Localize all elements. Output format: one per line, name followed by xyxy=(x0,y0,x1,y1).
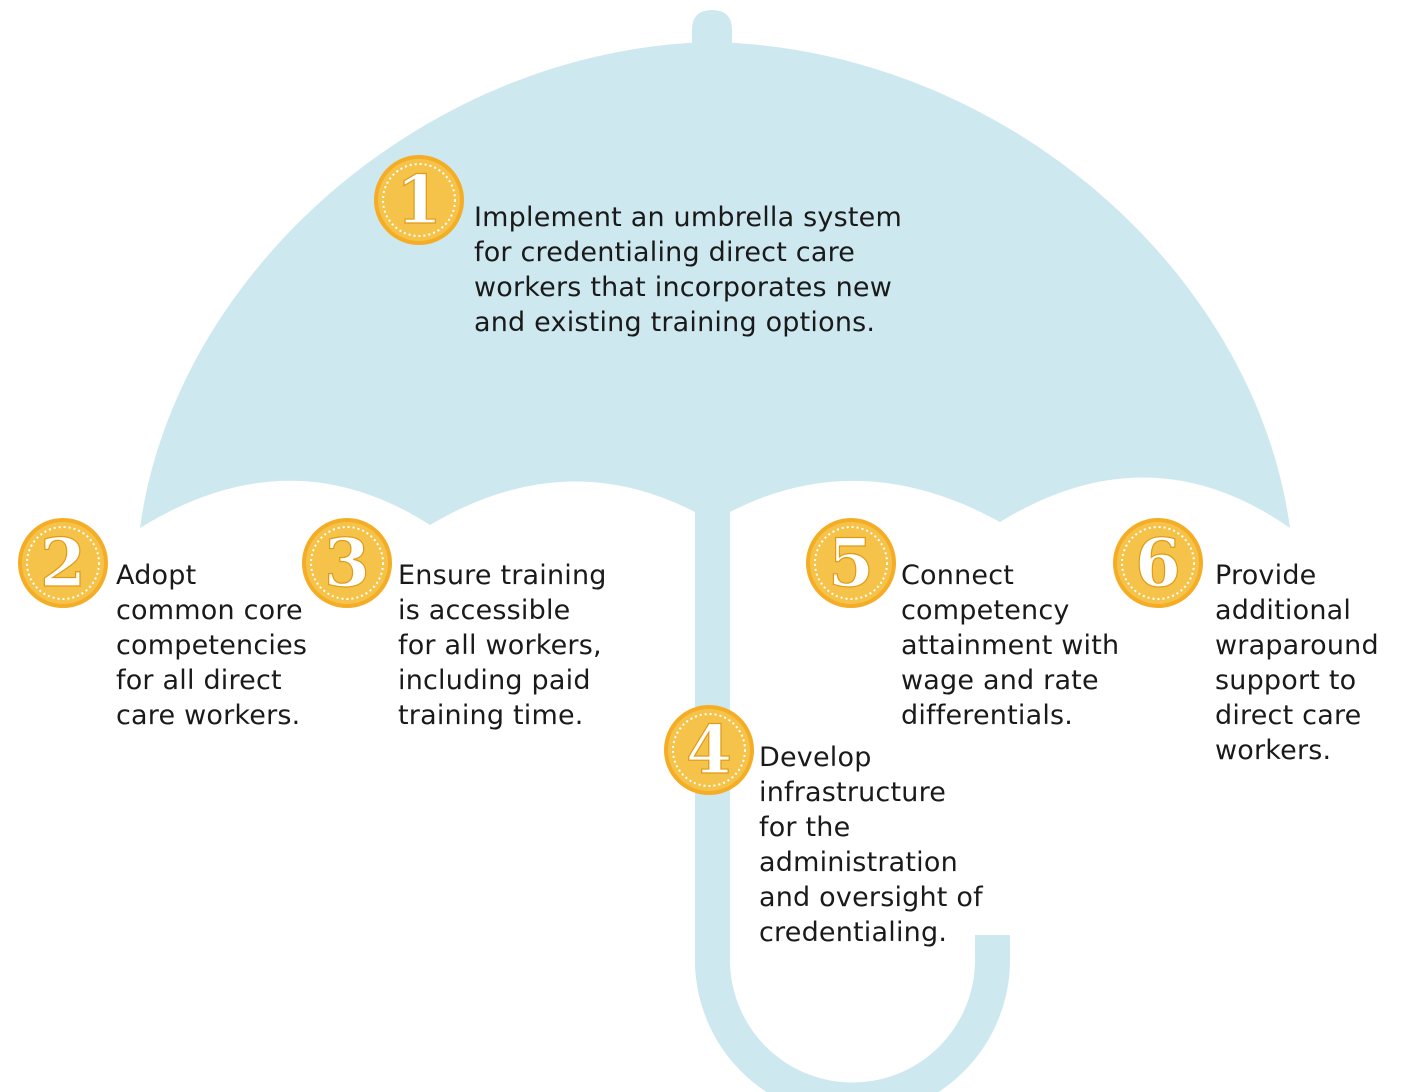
step-6-badge: 6 xyxy=(1113,518,1203,608)
step-2-line-2: common core xyxy=(116,595,303,626)
step-4-line-5: and oversight of xyxy=(759,882,983,913)
step-6-number: 6 xyxy=(1135,524,1181,602)
umbrella-handle-end xyxy=(975,935,1010,965)
step-5-line-2: competency xyxy=(901,595,1070,626)
step-5-number: 5 xyxy=(828,524,874,602)
step-1-badge: 1 xyxy=(374,155,464,245)
step-2-text: Adopt common core competencies for all d… xyxy=(116,558,307,733)
step-3-text: Ensure training is accessible for all wo… xyxy=(398,558,607,733)
step-2-line-5: care workers. xyxy=(116,700,301,731)
step-5-badge: 5 xyxy=(806,518,896,608)
step-2-badge: 2 xyxy=(18,518,108,608)
umbrella-handle xyxy=(695,959,1010,1092)
step-3-number: 3 xyxy=(324,524,370,602)
step-1-number: 1 xyxy=(396,161,442,239)
step-6-line-2: additional xyxy=(1215,595,1352,626)
step-3-badge: 3 xyxy=(302,518,392,608)
step-5-line-5: differentials. xyxy=(901,700,1074,731)
step-2-line-4: for all direct xyxy=(116,665,282,696)
step-2-number: 2 xyxy=(40,524,86,602)
step-1-line-4: and existing training options. xyxy=(474,307,876,338)
step-3-line-4: including paid xyxy=(398,665,591,696)
step-2-line-3: competencies xyxy=(116,630,308,661)
step-6-line-4: support to xyxy=(1215,665,1357,696)
step-3-line-2: is accessible xyxy=(398,595,571,626)
step-3-line-3: for all workers, xyxy=(398,630,602,661)
step-4-badge: 4 xyxy=(664,705,754,795)
step-4-text: Develop infrastructure for the administr… xyxy=(759,740,983,950)
step-5-line-1: Connect xyxy=(901,560,1015,591)
step-3-line-5: training time. xyxy=(398,700,584,731)
step-4-line-1: Develop xyxy=(759,742,872,773)
step-6-line-5: direct care xyxy=(1215,700,1362,731)
step-4-line-4: administration xyxy=(759,847,958,878)
step-6-line-1: Provide xyxy=(1215,560,1317,591)
step-1-line-2: for credentialing direct care xyxy=(474,237,856,268)
step-5-text: Connect competency attainment with wage … xyxy=(901,558,1119,733)
step-6-line-3: wraparound xyxy=(1215,630,1379,661)
step-4-line-2: infrastructure xyxy=(759,777,947,808)
step-1-line-3: workers that incorporates new xyxy=(474,272,892,303)
step-1-text: Implement an umbrella system for credent… xyxy=(474,200,902,340)
step-3-line-1: Ensure training xyxy=(398,560,607,591)
step-1-line-1: Implement an umbrella system xyxy=(474,202,902,233)
step-5-line-4: wage and rate xyxy=(901,665,1099,696)
step-6-line-6: workers. xyxy=(1215,735,1332,766)
step-6-text: Provide additional wraparound support to… xyxy=(1215,558,1379,768)
step-4-line-6: credentialing. xyxy=(759,917,948,948)
step-2-line-1: Adopt xyxy=(116,560,197,591)
step-5-line-3: attainment with xyxy=(901,630,1120,661)
step-4-line-3: for the xyxy=(759,812,851,843)
step-4-number: 4 xyxy=(686,711,732,789)
